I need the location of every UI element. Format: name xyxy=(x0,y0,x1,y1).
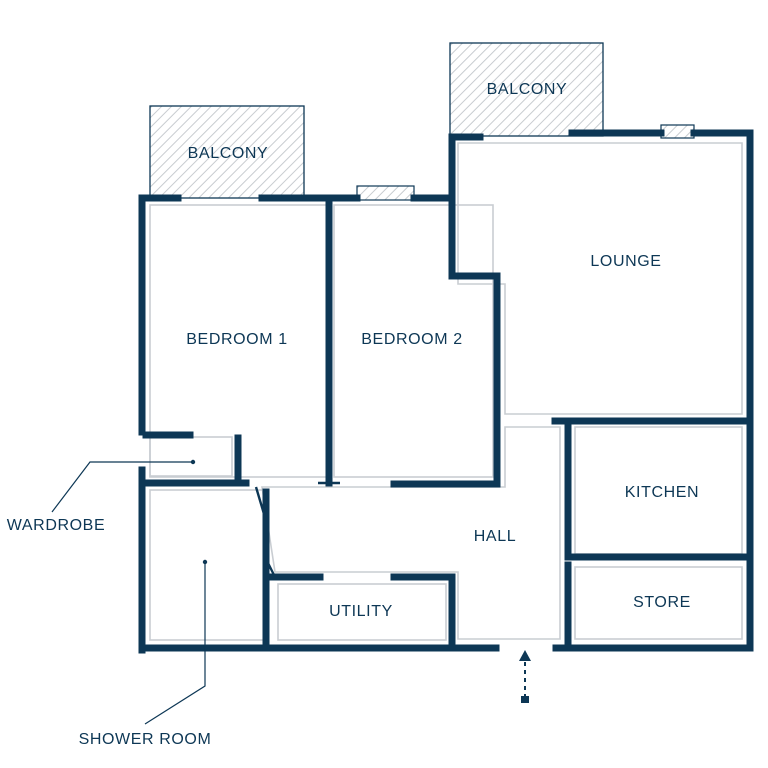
balcony-right-label: BALCONY xyxy=(487,81,568,98)
shower-room-leader-line xyxy=(144,562,206,725)
wardrobe-label: WARDROBE xyxy=(7,517,105,534)
window-lounge xyxy=(660,124,695,139)
bedroom2-label: BEDROOM 2 xyxy=(361,331,462,348)
door-leaf xyxy=(266,562,276,576)
door-leaf xyxy=(254,486,266,515)
balcony-left xyxy=(149,105,305,199)
wardrobe-marker xyxy=(190,459,196,465)
balcony-left-label: BALCONY xyxy=(188,145,269,162)
balcony-right xyxy=(449,42,604,137)
hall-label: HALL xyxy=(474,528,516,545)
kitchen-label: KITCHEN xyxy=(625,484,699,501)
lounge-label: LOUNGE xyxy=(590,253,661,270)
window-bedroom2 xyxy=(356,185,415,201)
bedroom1-label: BEDROOM 1 xyxy=(186,331,287,348)
structural-walls xyxy=(138,129,754,654)
utility-label: UTILITY xyxy=(329,603,393,620)
shower-room-marker xyxy=(202,559,208,565)
store-label: STORE xyxy=(633,594,691,611)
wardrobe-leader-line xyxy=(51,461,193,513)
inner-walls xyxy=(149,142,743,641)
entrance-arrow-icon xyxy=(519,650,531,703)
shower-room-label: SHOWER ROOM xyxy=(79,731,212,748)
